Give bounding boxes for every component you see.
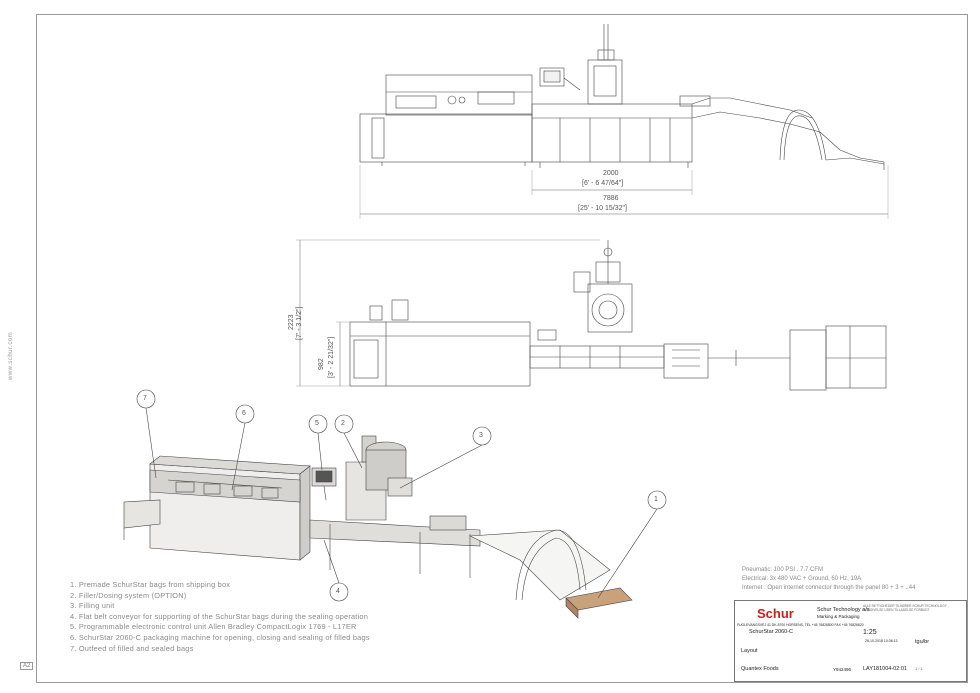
sheet-size-label: A2 <box>20 662 34 670</box>
utility-pneumatic: Pneumatic: 100 PSI . 7.7 CFM <box>742 567 824 573</box>
utility-electrical: Electrical: 3x 480 VAC + Ground, 60 Hz, … <box>742 576 862 582</box>
company-address: FUGLEVANGSVEJ 41 DK-8700 HORSENS, TEL +4… <box>737 623 864 627</box>
callout-4: 4 <box>336 588 340 595</box>
order-number: Y942496 <box>833 667 852 672</box>
parts-notes: 1. Premade SchurStar bags from shipping … <box>70 580 370 654</box>
dim-2000-imperial: [6' - 6 47/64"] <box>582 180 624 187</box>
drawing-frame <box>36 14 968 683</box>
company-sub: Marking & Packaging <box>817 614 860 619</box>
dim-2223-imperial: [7' - 3 1/2"] <box>296 306 303 340</box>
callout-7: 7 <box>143 395 147 402</box>
sheet-label: 1 / 1 <box>915 666 923 671</box>
callout-5: 5 <box>315 420 319 427</box>
note-item: 6. SchurStar 2060-C packaging machine fo… <box>70 632 370 642</box>
note-item: 7. Outfeed of filled and sealed bags <box>70 643 194 653</box>
rights-notice: ALLE RETTIGHEDER TILHØRER SCHUR TECHNOLO… <box>863 604 949 612</box>
note-item: 2. Filler/Dosing system (OPTION) <box>70 590 187 600</box>
drawn-date: 26-10-2018 10:36:13 <box>865 639 898 643</box>
dim-2223: 2223 <box>288 314 295 330</box>
note-item: 4. Flat belt conveyor for supporting of … <box>70 611 369 621</box>
drawing-number: LAY181004-02:01 <box>863 666 907 672</box>
dim-7886-imperial: [25' - 10 15/32"] <box>578 205 627 212</box>
utility-specs: Pneumatic: 100 PSI . 7.7 CFM Electrical:… <box>742 566 915 593</box>
callout-1: 1 <box>654 496 658 503</box>
top-elevation-view <box>359 24 889 219</box>
dim-2000: 2000 <box>603 170 619 177</box>
scale-value: 1:25 <box>863 629 877 636</box>
callout-6: 6 <box>242 410 246 417</box>
note-item: 5. Programmable electronic control unit … <box>70 622 357 632</box>
note-item: 3. Filling unit <box>70 601 115 611</box>
plan-view <box>296 239 887 391</box>
dim-982-imperial: [3' - 2 21/32"] <box>328 336 335 378</box>
description-value: SchurStar 2060-C <box>749 629 794 635</box>
callout-3: 3 <box>479 432 483 439</box>
logo-text: Schur <box>757 606 794 621</box>
note-item: 1. Premade SchurStar bags from shipping … <box>70 580 231 589</box>
title-block: Schur Schur Technology a/s Marking & Pac… <box>734 600 967 682</box>
isometric-view <box>123 389 667 619</box>
customer-value: Quantex Foods <box>741 666 779 672</box>
initials-value: tgu/br <box>915 639 930 645</box>
title-value: Layout <box>741 648 758 654</box>
utility-internet: Internet : Open internet connector throu… <box>742 585 916 591</box>
callout-2: 2 <box>341 420 345 427</box>
dim-982: 982 <box>318 358 325 370</box>
dim-7886: 7886 <box>603 195 619 202</box>
company-name: Schur Technology a/s <box>817 607 870 613</box>
